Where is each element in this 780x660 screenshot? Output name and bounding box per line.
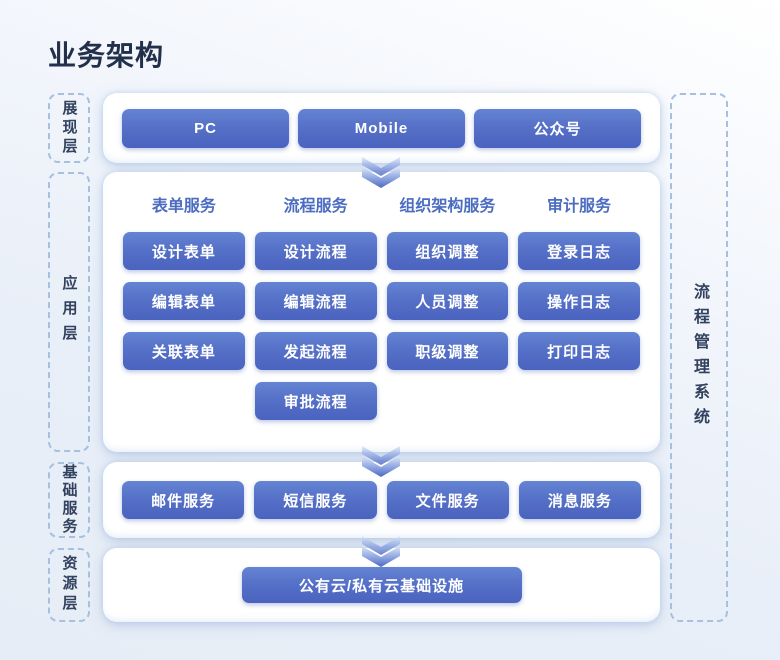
node-start-process: 发起流程 [254,332,377,370]
column-header-process-service: 流程服务 [283,198,348,215]
node-org-adjust: 组织调整 [386,232,509,270]
section-presentation-layer: PC Mobile 公众号 [103,93,660,163]
node-approve-process: 审批流程 [254,382,377,420]
node-file-service: 文件服务 [386,481,509,519]
layer-label-text: 展现层 [60,99,78,157]
node-design-form: 设计表单 [123,232,245,270]
process-management-system-panel: 流程管理系统 [670,93,728,622]
node-login-log: 登录日志 [518,232,640,270]
chevron-double-down-icon [358,156,404,190]
column-form-service: 表单服务 设计表单 编辑表单 关联表单 [123,196,245,420]
chevron-double-down-icon [358,535,404,569]
node-mail-service: 邮件服务 [122,481,245,519]
column-audit-service: 审计服务 登录日志 操作日志 打印日志 [518,196,640,420]
layer-label-basic-services: 基础服务 [48,462,90,538]
node-cloud-infrastructure: 公有云/私有云基础设施 [241,567,522,603]
node-message-service: 消息服务 [518,481,641,519]
process-management-system-label: 流程管理系统 [691,282,708,433]
layer-label-application: 应用层 [48,172,90,452]
column-header-org-structure-service: 组织架构服务 [399,198,496,215]
column-process-service: 流程服务 设计流程 编辑流程 发起流程 审批流程 [254,196,377,420]
node-operation-log: 操作日志 [518,282,640,320]
layer-label-text: 资源层 [60,555,78,615]
column-org-structure-service: 组织架构服务 组织调整 人员调整 职级调整 [386,196,509,420]
layer-label-presentation: 展现层 [48,93,90,163]
node-edit-process: 编辑流程 [254,282,377,320]
node-edit-form: 编辑表单 [123,282,245,320]
layer-label-text: 基础服务 [60,464,78,536]
node-official-account: 公众号 [474,108,641,148]
chevron-double-down-icon [358,445,404,479]
node-sms-service: 短信服务 [254,481,377,519]
node-pc: PC [122,108,289,148]
node-staff-adjust: 人员调整 [386,282,509,320]
column-header-form-service: 表单服务 [151,198,216,215]
node-design-process: 设计流程 [254,232,377,270]
layer-label-resource: 资源层 [48,548,90,622]
column-header-audit-service: 审计服务 [547,198,612,215]
node-rank-adjust: 职级调整 [386,332,509,370]
node-mobile: Mobile [298,108,465,148]
section-application-layer: 表单服务 设计表单 编辑表单 关联表单 流程服务 设计流程 编辑流程 发起流程 … [103,172,660,452]
page-title: 业务架构 [48,40,165,71]
layer-label-text: 应用层 [60,274,78,350]
application-columns: 表单服务 设计表单 编辑表单 关联表单 流程服务 设计流程 编辑流程 发起流程 … [123,196,640,420]
node-link-form: 关联表单 [123,332,245,370]
node-print-log: 打印日志 [518,332,640,370]
